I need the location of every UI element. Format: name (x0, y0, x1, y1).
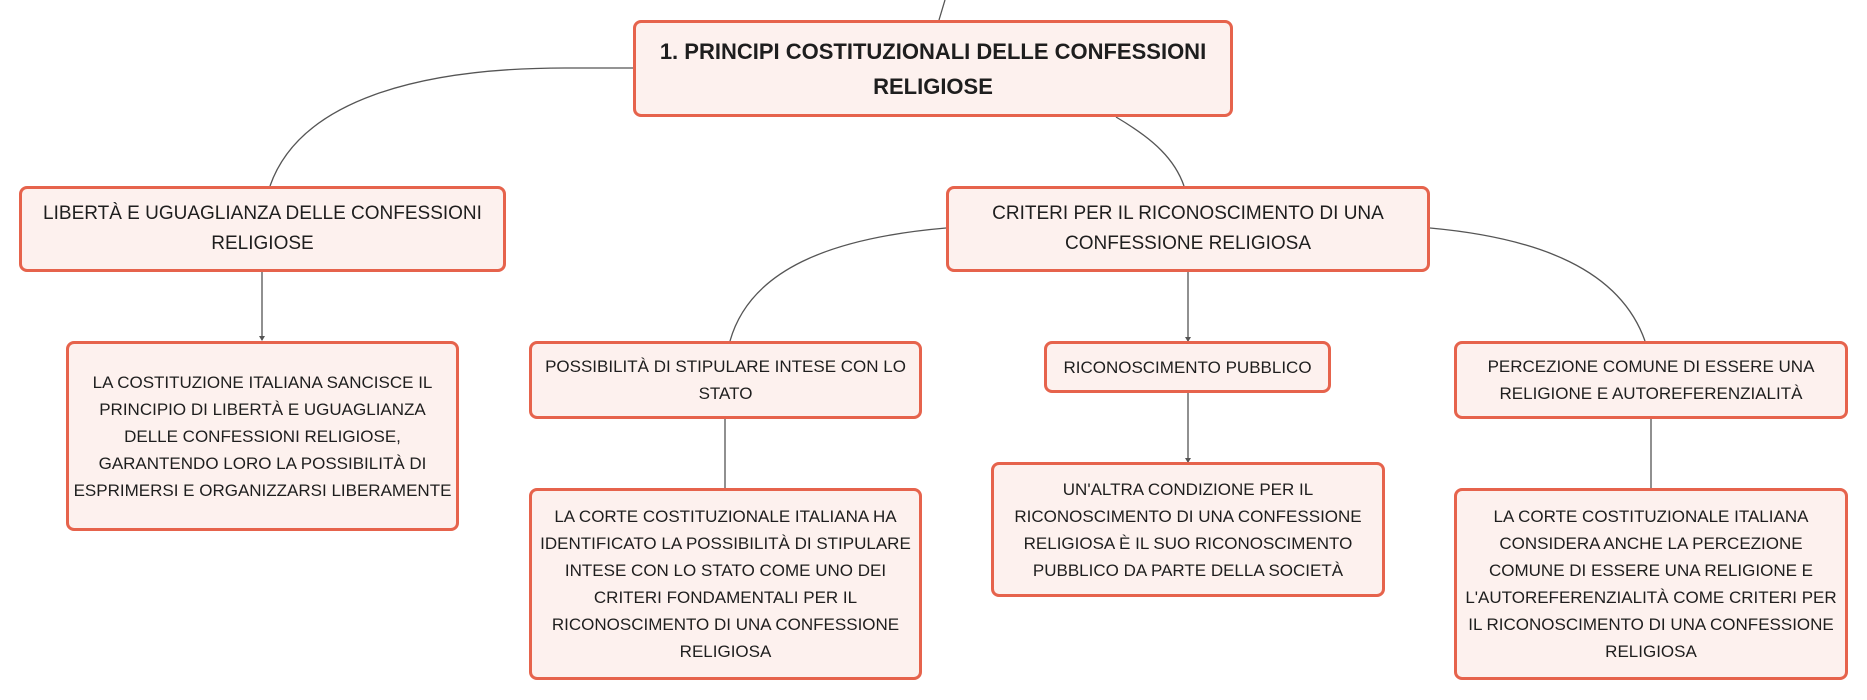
connector-root-to-branch-liberta (269, 67, 633, 187)
detail-node-text: LA CORTE COSTITUZIONALE ITALIANA CONSIDE… (1465, 507, 1837, 661)
branch-node-liberta[interactable]: LIBERTÀ E UGUAGLIANZA DELLE CONFESSIONI … (19, 186, 506, 272)
detail-node-liberta[interactable]: LA COSTITUZIONE ITALIANA SANCISCE IL PRI… (66, 341, 459, 531)
child-node-label: POSSIBILITÀ DI STIPULARE INTESE CON LO S… (545, 357, 906, 403)
branch-node-criteri[interactable]: CRITERI PER IL RICONOSCIMENTO DI UNA CON… (946, 186, 1430, 272)
child-node-label: PERCEZIONE COMUNE DI ESSERE UNA RELIGION… (1487, 357, 1815, 403)
child-node-percezione[interactable]: PERCEZIONE COMUNE DI ESSERE UNA RELIGION… (1454, 341, 1848, 419)
root-node[interactable]: 1. PRINCIPI COSTITUZIONALI DELLE CONFESS… (633, 20, 1233, 117)
connector-criteri-to-percezione (1429, 227, 1646, 342)
detail-node-text: LA CORTE COSTITUZIONALE ITALIANA HA IDEN… (540, 507, 911, 661)
connector-root-incoming (938, 0, 946, 21)
child-node-intese[interactable]: POSSIBILITÀ DI STIPULARE INTESE CON LO S… (529, 341, 922, 419)
detail-node-intese[interactable]: LA CORTE COSTITUZIONALE ITALIANA HA IDEN… (529, 488, 922, 680)
detail-node-pubblico[interactable]: UN'ALTRA CONDIZIONE PER IL RICONOSCIMENT… (991, 462, 1385, 597)
branch-node-label: CRITERI PER IL RICONOSCIMENTO DI UNA CON… (992, 203, 1384, 254)
child-node-pubblico[interactable]: RICONOSCIMENTO PUBBLICO (1044, 341, 1331, 393)
branch-node-label: LIBERTÀ E UGUAGLIANZA DELLE CONFESSIONI … (43, 203, 482, 254)
connector-root-to-branch-criteri (1115, 116, 1185, 187)
child-node-label: RICONOSCIMENTO PUBBLICO (1063, 357, 1312, 377)
detail-node-percezione[interactable]: LA CORTE COSTITUZIONALE ITALIANA CONSIDE… (1454, 488, 1848, 680)
connector-criteri-to-intese (729, 227, 947, 342)
root-node-label: 1. PRINCIPI COSTITUZIONALI DELLE CONFESS… (659, 38, 1207, 99)
detail-node-text: LA COSTITUZIONE ITALIANA SANCISCE IL PRI… (73, 372, 452, 500)
detail-node-text: UN'ALTRA CONDIZIONE PER IL RICONOSCIMENT… (1014, 479, 1362, 580)
